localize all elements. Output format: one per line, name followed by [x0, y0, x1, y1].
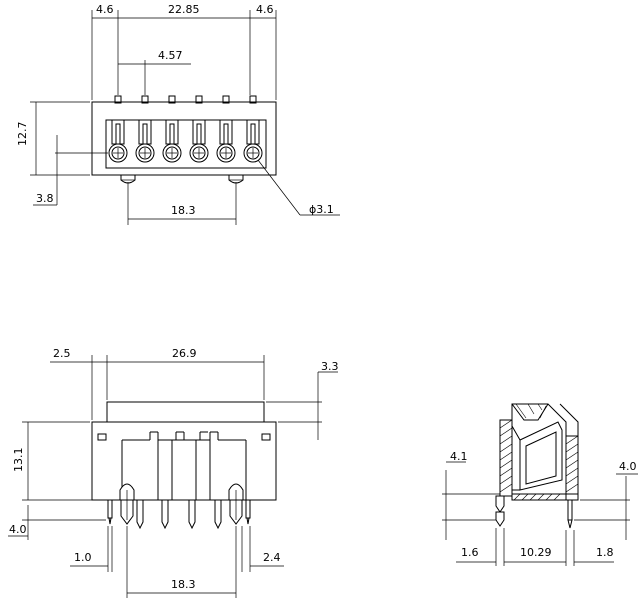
screw-hole-4	[189, 143, 209, 163]
side-view-pins	[495, 495, 573, 529]
dim-right-pin-offset: 2.4	[263, 551, 281, 564]
screw-hole-6	[243, 143, 263, 163]
screw-hole-2	[135, 143, 155, 163]
dim-body-height: 13.1	[12, 448, 25, 473]
dim-left-width: 1.6	[461, 546, 479, 559]
side-view-hatched-wall	[499, 419, 579, 501]
screw-hole-1	[108, 143, 128, 163]
dim-top-width: 26.9	[172, 347, 197, 360]
pin-4	[188, 499, 196, 530]
top-view-inner-frame	[105, 119, 267, 169]
pin-2	[136, 499, 144, 530]
peg-right	[228, 483, 244, 525]
peg-left	[119, 483, 135, 525]
screw-hole-5	[216, 143, 236, 163]
screw-hole-3	[162, 143, 182, 163]
pin-3	[161, 499, 169, 530]
dim-peg-offset: 3.8	[36, 192, 54, 205]
slot-5	[219, 95, 233, 145]
screw-holes	[108, 143, 263, 163]
slot-4	[192, 95, 206, 145]
dim-right-offset: 4.6	[256, 3, 274, 16]
dim-height: 12.7	[16, 122, 29, 147]
dim-pin-length: 4.0	[9, 523, 27, 536]
dim-right-width: 1.8	[596, 546, 614, 559]
side-view-dimensions: 4.1 4.0 1.6 10.29 1.8	[442, 450, 638, 566]
mounting-pegs	[120, 175, 244, 184]
dim-left-step: 2.5	[53, 347, 71, 360]
dim-pin-offset: 1.0	[74, 551, 92, 564]
dim-right-height: 4.0	[619, 460, 637, 473]
dim-left-height: 4.1	[450, 450, 468, 463]
pin-1	[107, 499, 113, 525]
front-view-body	[91, 421, 277, 501]
dim-peg-span-front: 18.3	[171, 578, 196, 591]
slot-2	[138, 95, 152, 145]
top-view-dimensions: 4.6 22.85 4.6 4.57 12.7 3.8 18.3	[16, 3, 340, 225]
front-view: 2.5 26.9 3.3 13.1 4.0 1.0	[8, 347, 339, 598]
pin-5	[214, 499, 222, 530]
slot-6	[246, 95, 260, 145]
side-view: 4.1 4.0 1.6 10.29 1.8	[442, 403, 638, 566]
dim-pitch: 4.57	[158, 49, 183, 62]
dim-left-offset: 4.6	[96, 3, 114, 16]
side-view-clamp	[511, 403, 563, 491]
pin-6	[245, 499, 251, 525]
front-view-lid	[106, 401, 265, 423]
dim-body-depth: 10.29	[520, 546, 552, 559]
dim-peg-span: 18.3	[171, 204, 196, 217]
top-view-body	[91, 101, 277, 176]
slot-1	[111, 95, 125, 145]
slot-3	[165, 95, 179, 145]
top-view: 4.6 22.85 4.6 4.57 12.7 3.8 18.3	[16, 3, 340, 225]
dim-span: 22.85	[168, 3, 200, 16]
pins	[107, 483, 251, 530]
dim-top-height: 3.3	[321, 360, 339, 373]
front-view-dimensions: 2.5 26.9 3.3 13.1 4.0 1.0	[8, 347, 339, 598]
dim-hole-diameter: ϕ3.1	[309, 203, 334, 216]
